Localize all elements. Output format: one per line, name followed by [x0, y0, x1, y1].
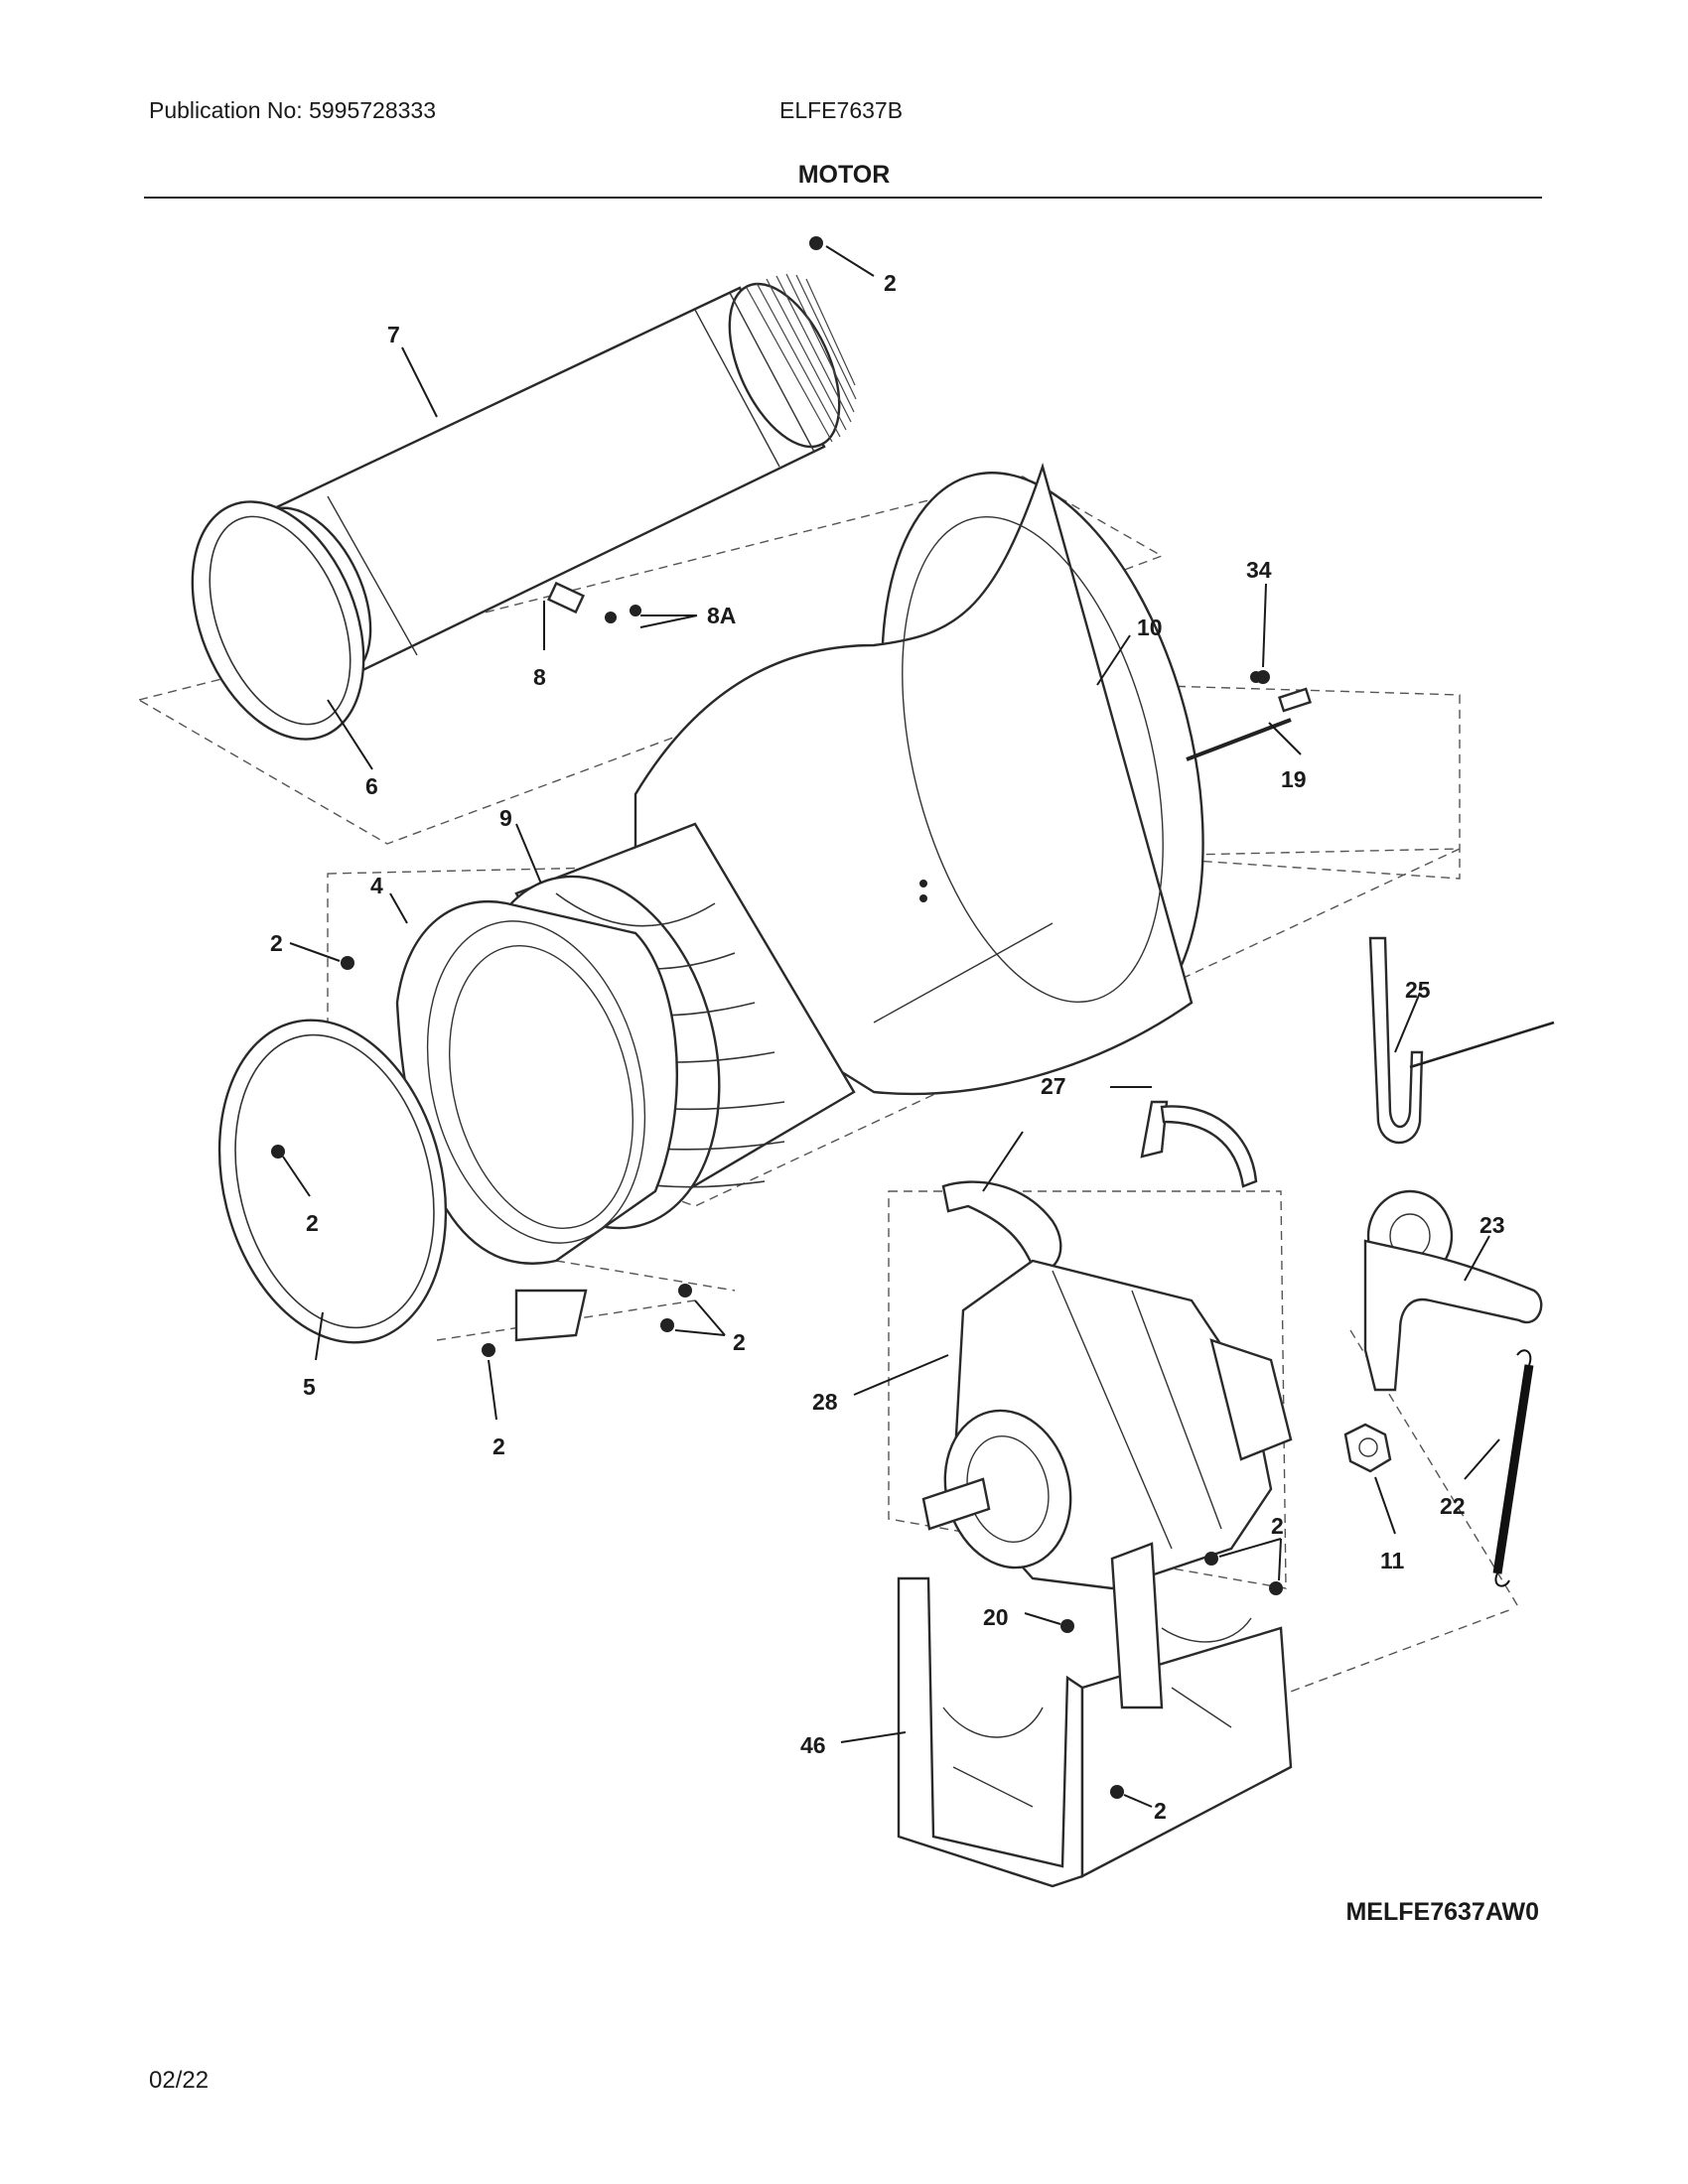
blower-housing-part-10 — [633, 462, 1204, 1096]
callout-25: 25 — [1405, 977, 1431, 1003]
callout-11: 11 — [1380, 1548, 1405, 1573]
callout-23: 23 — [1479, 1212, 1505, 1238]
callout-8: 8 — [533, 664, 546, 690]
callout-2: 2 — [270, 930, 283, 956]
callout-6: 6 — [365, 773, 378, 799]
callout-2: 2 — [306, 1210, 319, 1236]
callout-8a: 8A — [707, 603, 736, 628]
callout-2: 2 — [733, 1329, 746, 1355]
page-date: 02/22 — [149, 2067, 210, 2094]
callout-20: 20 — [983, 1604, 1009, 1630]
callout-9: 9 — [499, 805, 512, 831]
callout-28: 28 — [812, 1389, 838, 1415]
callout-10: 10 — [1137, 614, 1163, 640]
callout-5: 5 — [303, 1374, 316, 1400]
callout-2: 2 — [1271, 1513, 1284, 1539]
idler-pulley-part-11 — [1343, 1423, 1392, 1473]
section-title: MOTOR — [797, 161, 891, 189]
callout-7: 7 — [387, 322, 400, 347]
idler-arm-part-23 — [1363, 1189, 1543, 1392]
idler-spring-part-22 — [1492, 1349, 1534, 1587]
motor-strap-part-27 — [941, 1100, 1258, 1272]
duct-seal-ring-part-6 — [191, 500, 365, 741]
callout-46: 46 — [800, 1732, 826, 1758]
callout-2: 2 — [492, 1433, 505, 1459]
drive-motor-part-28 — [921, 1259, 1293, 1590]
motor-mount-part-46 — [897, 1542, 1293, 1888]
callout-2: 2 — [1154, 1798, 1167, 1824]
screw-hardware — [271, 236, 1283, 1799]
callout-34: 34 — [1246, 557, 1272, 583]
callout-labels: 2 7 34 10 8A 8 6 19 9 4 2 25 27 2 23 2 5… — [270, 270, 1505, 1824]
callout-27: 27 — [1041, 1073, 1066, 1099]
thermal-fuse-part-8 — [547, 581, 641, 623]
callout-leader-lines — [282, 245, 1500, 1808]
front-seal-part-5 — [217, 1019, 448, 1344]
wire-bracket-part-25 — [1368, 936, 1555, 1145]
model-number: ELFE7637B — [779, 97, 904, 123]
header-rule — [144, 197, 1542, 199]
callout-4: 4 — [370, 873, 383, 898]
publication-number: Publication No: 5995728333 — [149, 97, 437, 123]
diagram-code: MELFE7637AW0 — [1345, 1898, 1539, 1926]
callout-2: 2 — [884, 270, 897, 296]
callout-19: 19 — [1281, 766, 1307, 792]
callout-22: 22 — [1440, 1493, 1466, 1519]
assembly-guide-lines — [137, 476, 1520, 1718]
